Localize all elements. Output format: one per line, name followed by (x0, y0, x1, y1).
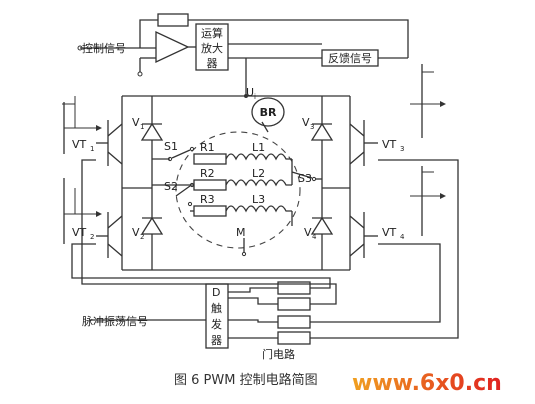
transistor-vt4 (349, 212, 378, 258)
feedback-resistor (157, 13, 189, 27)
diode-v2 (140, 216, 164, 235)
v3-subscript: 3 (310, 123, 314, 131)
inductor-l3 (225, 205, 292, 213)
h-bridge (121, 58, 351, 271)
diode-v3 (310, 122, 334, 141)
vt4-subscript: 4 (400, 233, 405, 241)
figure-caption: 图 6 PWM 控制电路简图 (174, 372, 318, 388)
l2-label: L2 (252, 167, 265, 180)
tacho-label: BR (260, 106, 277, 119)
diode-v4 (310, 216, 334, 235)
s1-label: S1 (164, 140, 178, 153)
vt1-subscript: 1 (90, 145, 94, 153)
vt2-label: VT (72, 226, 87, 239)
inductor-l2 (225, 179, 292, 187)
vt1-label: VT (72, 138, 87, 151)
v2-label: V (132, 226, 140, 239)
voltage-subscript: i (254, 93, 256, 101)
v3-label: V (302, 116, 310, 129)
r2-label: R2 (200, 167, 215, 180)
watermark: www.6x0.cn (352, 371, 502, 396)
pulse-signal-label: 脉冲振荡信号 (82, 314, 148, 328)
transistor-vt1 (96, 120, 123, 166)
vt4-label: VT (382, 226, 397, 239)
motor-outline (175, 131, 301, 249)
trigger-and-gates (71, 159, 459, 349)
v2-subscript: 2 (140, 233, 144, 241)
trigger-text-1: D (212, 286, 220, 299)
opamp-text-3: 器 (207, 57, 218, 70)
r3-label: R3 (200, 193, 215, 206)
v1-subscript: 1 (140, 123, 144, 131)
amplifier-triangle (155, 30, 190, 64)
resistor-r2 (193, 179, 227, 191)
gate-circuit-label: 门电路 (262, 347, 295, 361)
right-waveforms (410, 64, 446, 236)
opamp-text-2: 放大 (201, 41, 223, 55)
tacho-generator (251, 97, 285, 127)
midpoint-label: M (236, 226, 246, 239)
s2-label: S2 (164, 180, 178, 193)
v4-subscript: 4 (312, 233, 317, 241)
diode-v1 (140, 122, 164, 141)
opamp-text-1: 运算 (201, 26, 223, 40)
trigger-text-2: 触 (211, 301, 222, 315)
l3-label: L3 (252, 193, 265, 206)
resistor-r3 (193, 205, 227, 217)
control-signal-label: 控制信号 (82, 41, 126, 55)
gate-3 (277, 315, 311, 329)
resistor-r1 (193, 153, 227, 165)
opamp-block: 运算 放大 器 (77, 13, 409, 77)
vt3-subscript: 3 (400, 145, 404, 153)
motor-windings (152, 97, 322, 257)
trigger-text-4: 器 (211, 334, 222, 347)
v1-label: V (132, 116, 140, 129)
feedback-signal-label: 反馈信号 (328, 52, 372, 65)
vt3-label: VT (382, 138, 397, 151)
l1-label: L1 (252, 141, 265, 154)
vt2-subscript: 2 (90, 233, 94, 241)
opamp-box (195, 23, 229, 71)
voltage-label: U (246, 86, 254, 99)
s3-label: S3 (298, 172, 312, 185)
watermark-text: www.6x0.cn (352, 371, 502, 396)
inductor-l1 (225, 153, 292, 161)
transistor-vt3 (349, 120, 378, 166)
gate-4 (277, 331, 311, 345)
gate-2 (277, 297, 311, 311)
left-waveforms (62, 96, 102, 244)
transistor-vt2 (96, 212, 123, 258)
r1-label: R1 (200, 141, 215, 154)
v4-label: V (304, 226, 312, 239)
trigger-text-3: 发 (211, 317, 222, 331)
